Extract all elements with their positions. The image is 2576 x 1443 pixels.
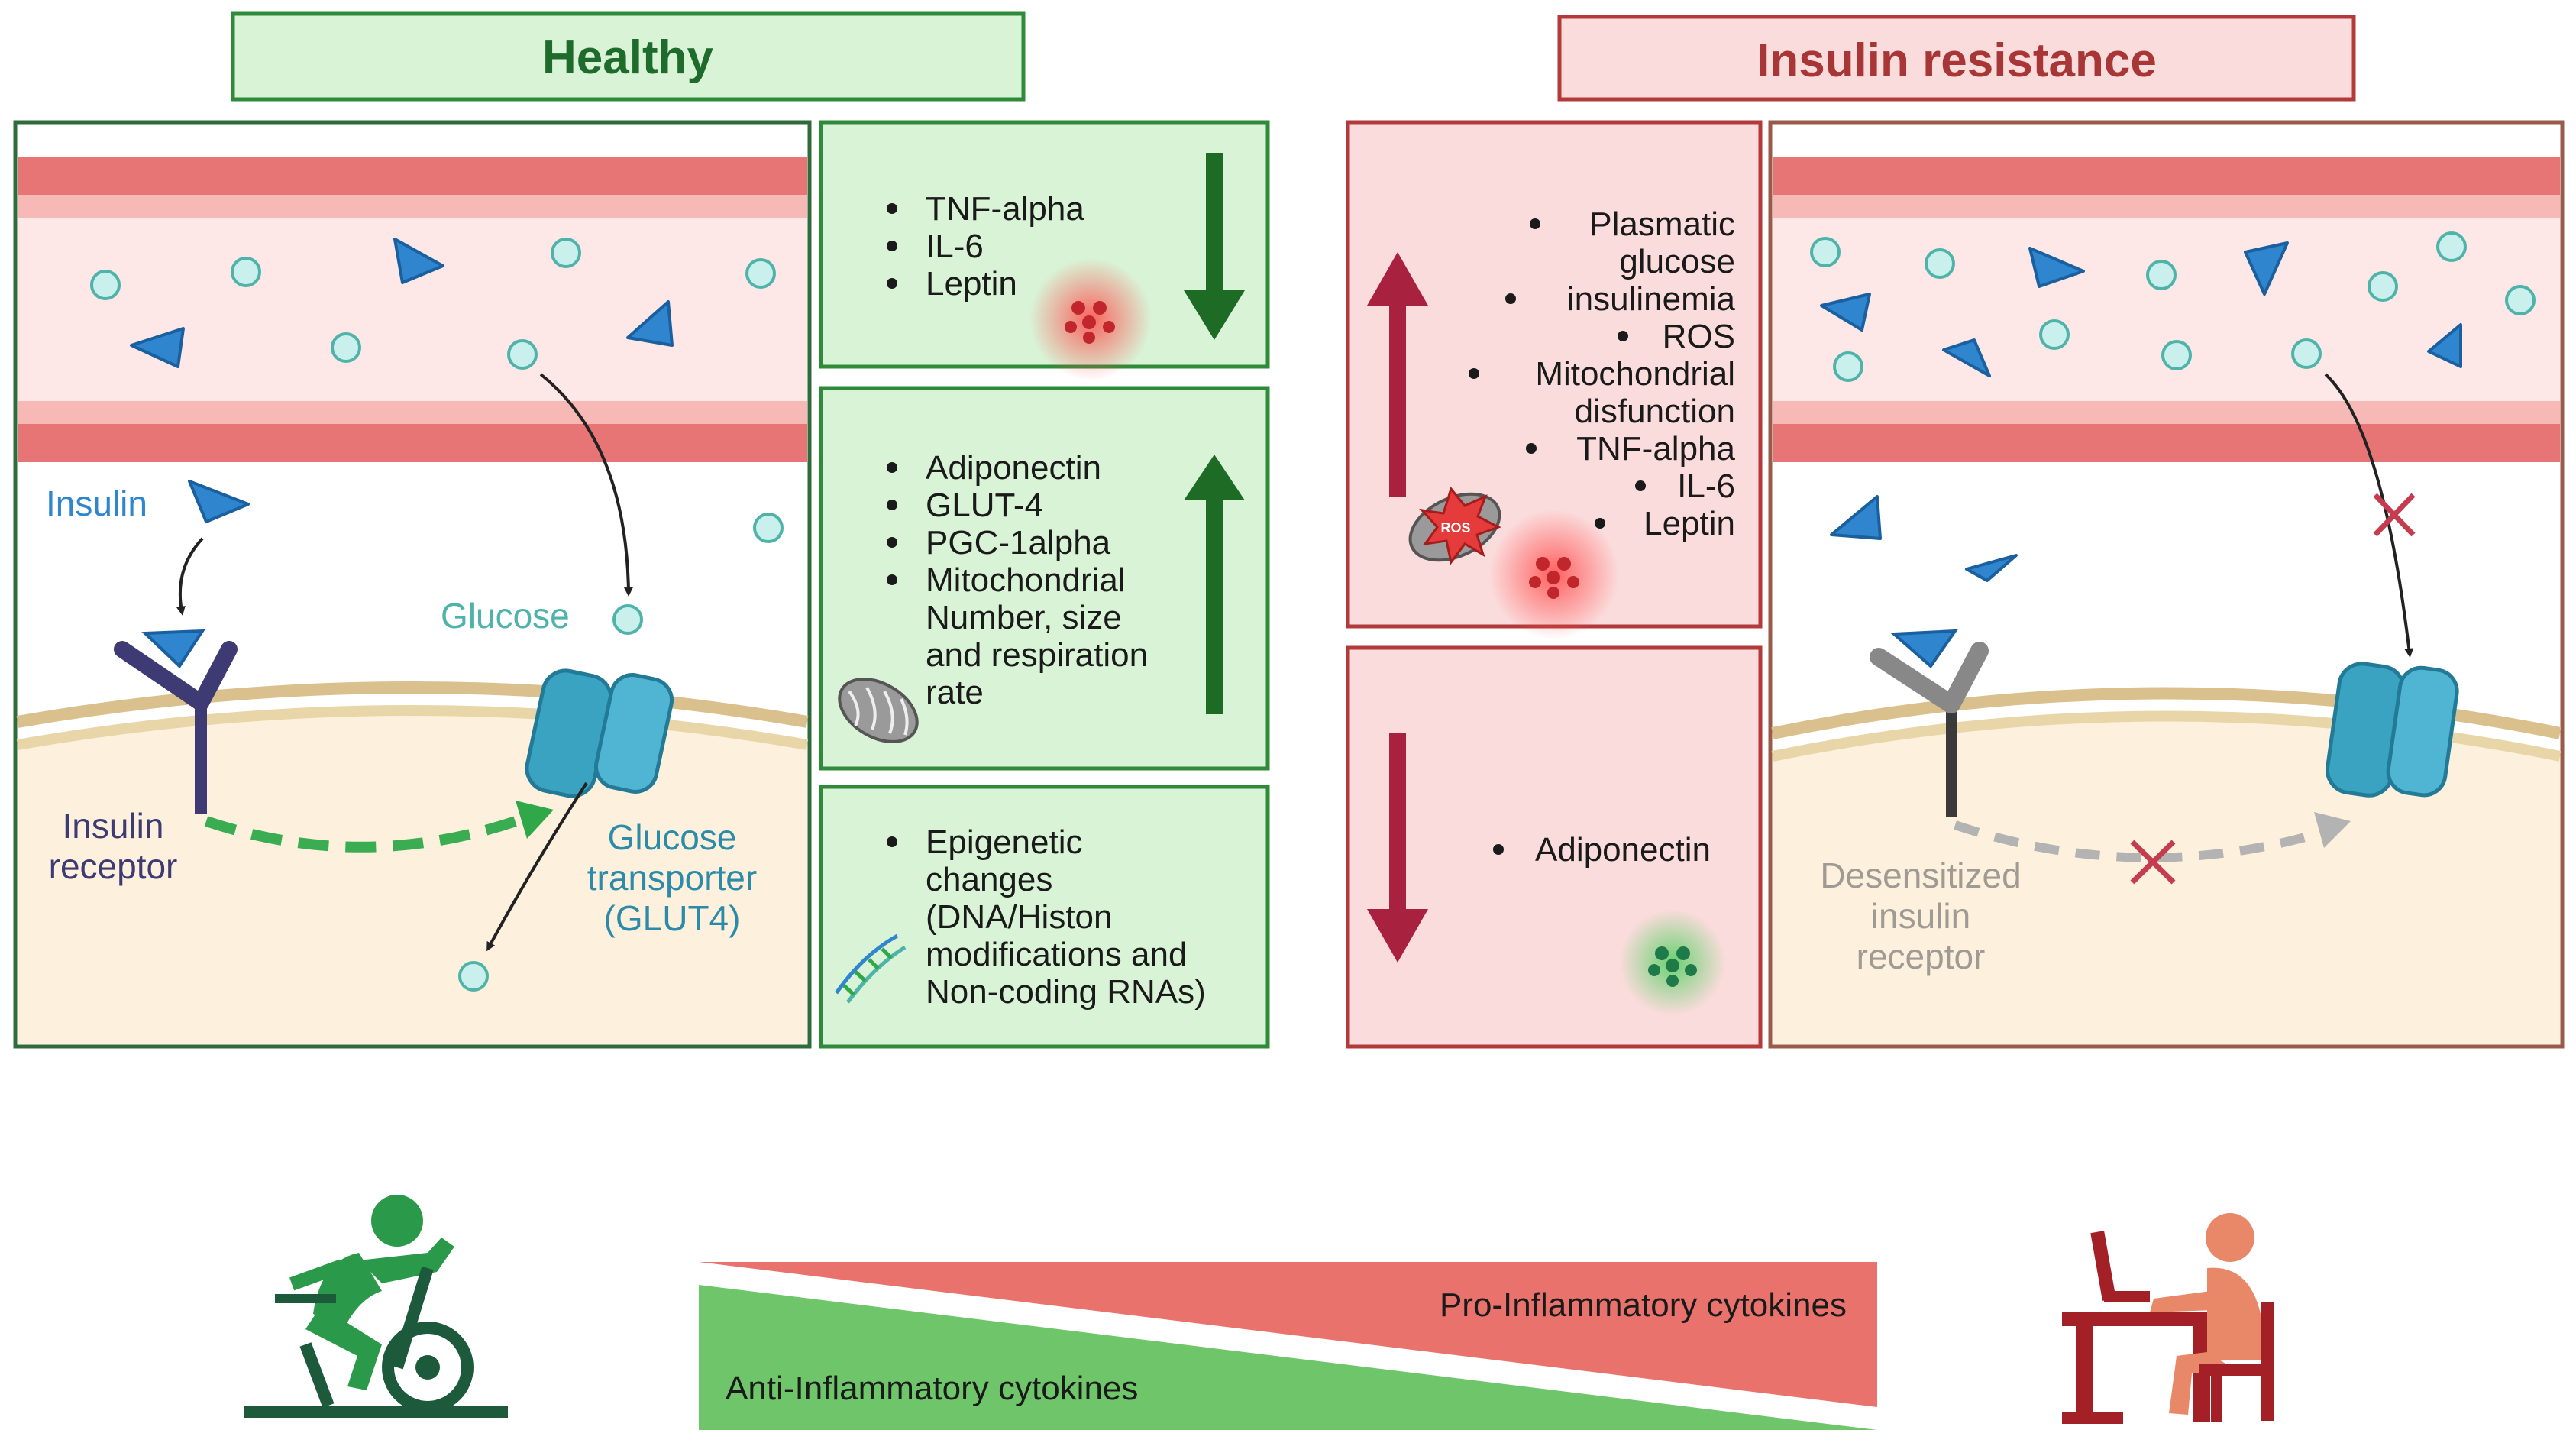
healthy-increase-box: Adiponectin GLUT-4 PGC-1alpha Mitochondr… bbox=[819, 386, 1270, 771]
insulin-receptor bbox=[114, 629, 238, 814]
healthy-epigenetic-box: Epigenetic changes (DNA/Histon modificat… bbox=[819, 785, 1270, 1049]
resistance-increase-box: Plasmatic glucose insulinemia ROS Mitoch… bbox=[1346, 120, 1763, 639]
epigenetic-item-1d: modifications and bbox=[926, 936, 1187, 973]
transporter-label-line1: Glucose bbox=[608, 817, 737, 857]
ros-badge: ROS bbox=[1440, 520, 1470, 535]
resistance-increase-item-1: Plasmatic bbox=[1589, 205, 1735, 243]
cytokine-icon-2 bbox=[1529, 557, 1579, 599]
epigenetic-item-1c: (DNA/Histon bbox=[926, 898, 1113, 936]
cytokine-gradient: Pro-Inflammatory cytokines Anti-Inflamma… bbox=[699, 1262, 1877, 1430]
insulin-receptor-label-line1: Insulin bbox=[63, 806, 164, 846]
resistance-decrease-item-1: Adiponectin bbox=[1535, 831, 1711, 869]
up-arrow-red bbox=[1367, 252, 1428, 306]
healthy-increase-item-1: Adiponectin bbox=[926, 449, 1101, 487]
healthy-increase-item-4: Mitochondrial bbox=[926, 561, 1126, 599]
insulin-label: Insulin bbox=[46, 484, 147, 523]
transporter-label-line3: (GLUT4) bbox=[604, 898, 741, 938]
resistance-increase-item-6: IL-6 bbox=[1677, 468, 1735, 505]
down-arrow-green bbox=[1184, 290, 1245, 340]
vessel-wall-bottom bbox=[18, 424, 807, 462]
glucose-transporter-resistance bbox=[2325, 662, 2459, 798]
insulin-particles-resistance bbox=[1820, 241, 2462, 582]
resistance-title: Insulin resistance bbox=[1757, 34, 2157, 87]
up-arrow-green bbox=[1184, 455, 1245, 500]
down-arrow-red bbox=[1367, 909, 1428, 963]
anti-inflammatory-label: Anti-Inflammatory cytokines bbox=[726, 1370, 1138, 1407]
dna-icon bbox=[834, 933, 907, 1004]
desensitized-label-line3: receptor bbox=[1857, 937, 1986, 976]
resistance-title-banner: Insulin resistance bbox=[1557, 15, 2356, 102]
pro-inflammatory-wedge bbox=[699, 1262, 1877, 1407]
healthy-decrease-item-1: TNF-alpha bbox=[926, 190, 1084, 228]
epigenetic-item-1b: changes bbox=[926, 861, 1052, 898]
resistance-increase-item-1b: glucose bbox=[1619, 243, 1735, 280]
epigenetic-item-1: Epigenetic bbox=[926, 823, 1082, 861]
mitochondrion-icon bbox=[838, 678, 919, 743]
healthy-increase-item-2: GLUT-4 bbox=[926, 487, 1043, 524]
pro-inflammatory-label: Pro-Inflammatory cytokines bbox=[1440, 1286, 1847, 1324]
insulin-receptor-label-line2: receptor bbox=[49, 846, 178, 886]
healthy-increase-item-4b: Number, size bbox=[926, 599, 1122, 636]
damaged-mitochondrion-icon: ROS bbox=[1408, 486, 1501, 565]
glucose-transporter bbox=[525, 668, 674, 798]
desensitized-receptor bbox=[1870, 629, 1989, 817]
glucose-particles bbox=[90, 238, 784, 992]
healthy-increase-item-4d: rate bbox=[926, 674, 984, 711]
healthy-title: Healthy bbox=[542, 31, 713, 84]
transporter-label-line2: transporter bbox=[587, 858, 757, 898]
epigenetic-item-1e: Non-coding RNAs) bbox=[926, 973, 1206, 1011]
resistance-increase-item-2: insulinemia bbox=[1567, 280, 1736, 318]
resistance-decrease-box: Adiponectin bbox=[1346, 645, 1763, 1049]
cytokine-icon bbox=[1065, 301, 1115, 344]
glucose-particles-resistance bbox=[1810, 231, 2536, 382]
healthy-decrease-box: TNF-alpha IL-6 Leptin bbox=[819, 120, 1270, 380]
desensitized-label-line2: insulin bbox=[1871, 896, 1970, 936]
anti-inflammatory-wedge bbox=[699, 1285, 1877, 1430]
insulin-particles bbox=[130, 238, 674, 523]
healthy-increase-item-4c: and respiration bbox=[926, 636, 1148, 674]
exercise-bike-icon bbox=[244, 1195, 508, 1418]
resistance-increase-item-4: Mitochondrial bbox=[1535, 355, 1735, 393]
blocked-signal-x-icon bbox=[2130, 840, 2176, 885]
healthy-title-banner: Healthy bbox=[231, 11, 1026, 102]
blocked-x-icon bbox=[2373, 493, 2416, 537]
resistance-increase-item-3: ROS bbox=[1663, 318, 1735, 355]
cytokine-icon-green bbox=[1648, 946, 1697, 987]
resistance-increase-item-4b: disfunction bbox=[1575, 393, 1735, 430]
healthy-increase-item-3: PGC-1alpha bbox=[926, 524, 1111, 561]
sedentary-desk-icon bbox=[2062, 1213, 2274, 1424]
healthy-decrease-item-2: IL-6 bbox=[926, 228, 984, 265]
resistance-cell-panel: Desensitized insulin receptor bbox=[1768, 120, 2565, 1049]
desensitized-label-line1: Desensitized bbox=[1820, 856, 2021, 895]
healthy-decrease-item-3: Leptin bbox=[926, 265, 1017, 303]
vessel-wall-top bbox=[18, 157, 807, 195]
glucose-label: Glucose bbox=[441, 596, 570, 636]
resistance-increase-item-7: Leptin bbox=[1644, 505, 1735, 542]
healthy-cell-panel: Insulin Glucose Insulin receptor Glucose… bbox=[13, 120, 812, 1049]
resistance-increase-item-5: TNF-alpha bbox=[1576, 430, 1735, 468]
